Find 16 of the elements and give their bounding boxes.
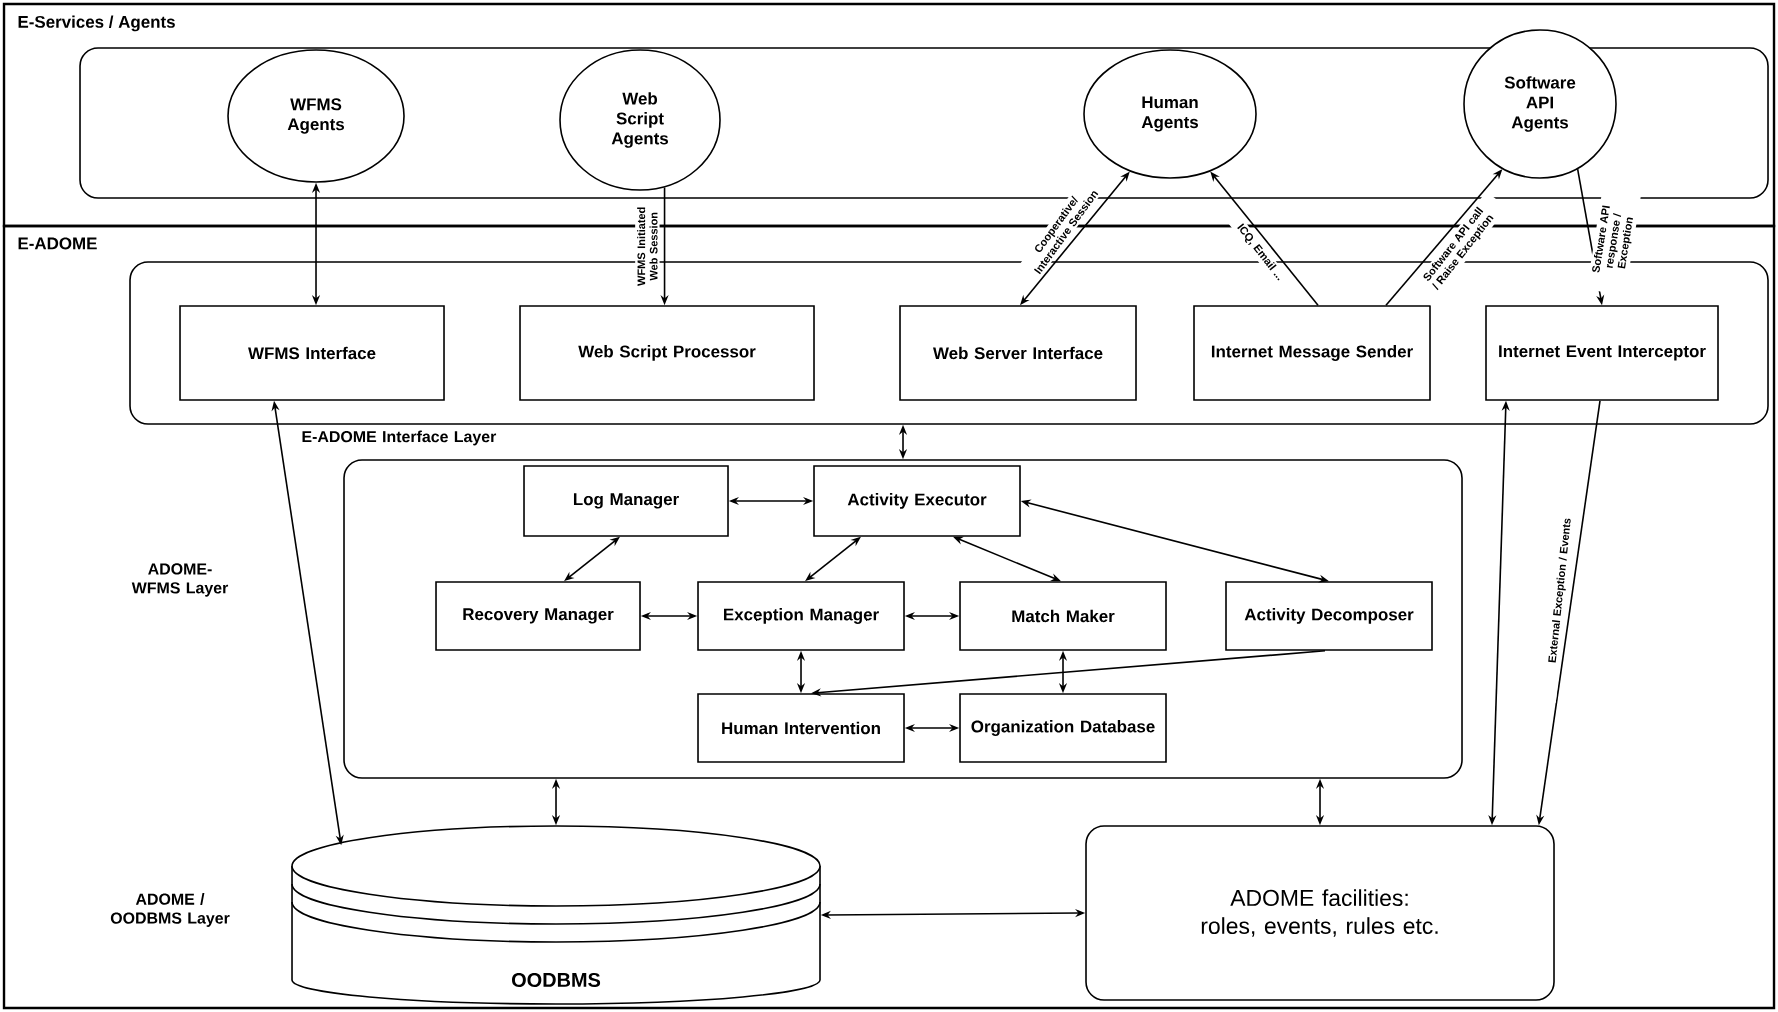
component-box: Web Server Interface	[899, 305, 1137, 401]
component-box: Match Maker	[959, 581, 1167, 651]
component-box: WFMS Interface	[179, 305, 445, 401]
database-cylinder: OODBMS	[291, 825, 821, 1005]
component-box: Organization Database	[959, 693, 1167, 763]
component-box: Activity Decomposer	[1225, 581, 1433, 651]
component-box: Internet Message Sender	[1193, 305, 1431, 401]
facility-box: ADOME facilities: roles, events, rules etc.	[1085, 825, 1555, 1001]
component-box: Activity Executor	[813, 465, 1021, 537]
component-box: Human Intervention	[697, 693, 905, 763]
component-box: Web Script Processor	[519, 305, 815, 401]
component-box: Exception Manager	[697, 581, 905, 651]
node-label: OODBMS	[511, 972, 601, 988]
component-box: Log Manager	[523, 465, 729, 537]
component-box: Recovery Manager	[435, 581, 641, 651]
component-box: Internet Event Interceptor	[1485, 305, 1719, 401]
